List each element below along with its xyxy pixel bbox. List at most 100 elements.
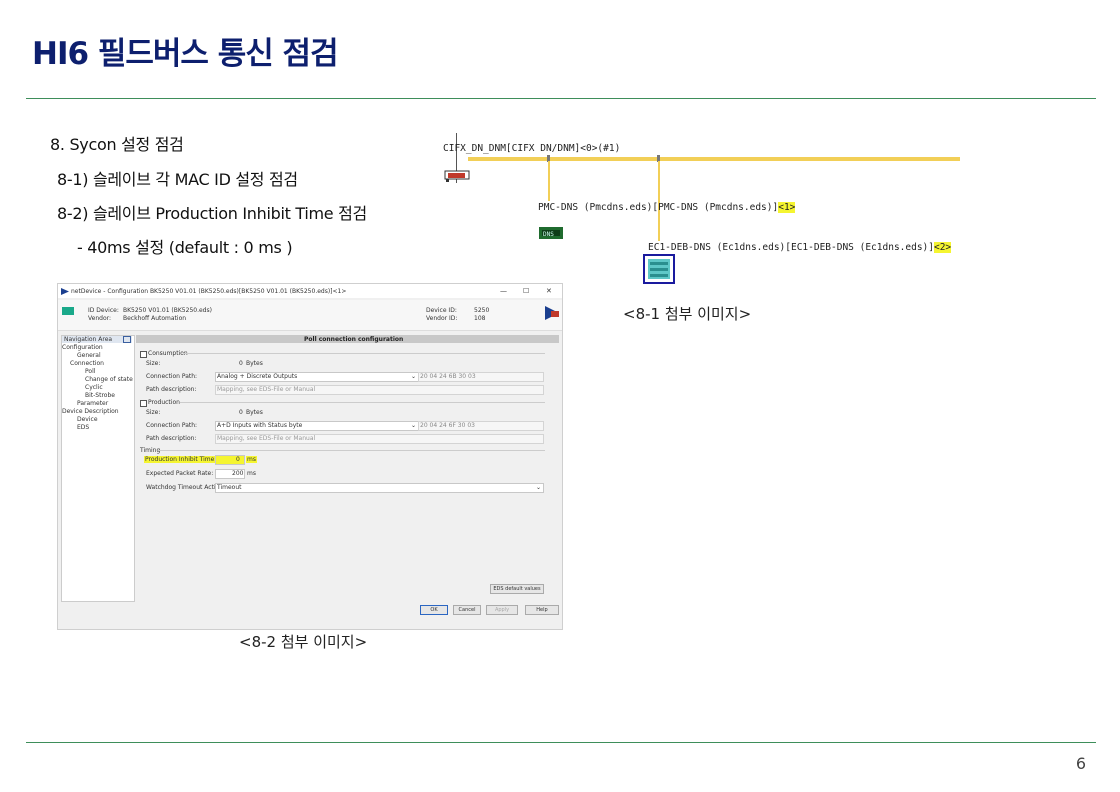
- master-drop-line: [456, 133, 457, 183]
- navigation-area: [61, 335, 135, 602]
- panel-title-bar: [136, 335, 559, 343]
- nav-item-general[interactable]: General: [77, 352, 101, 359]
- production-checkbox[interactable]: [140, 400, 147, 407]
- consumption-group-label: Consumption: [148, 350, 188, 357]
- nav-item-parameter[interactable]: Parameter: [77, 400, 109, 407]
- vendor-id-value: 108: [474, 315, 486, 322]
- production-group-label: Production: [148, 399, 180, 406]
- minimize-button[interactable]: —: [500, 287, 507, 295]
- nav-item-change-of-state[interactable]: Change of state: [85, 376, 133, 383]
- master-card-icon[interactable]: [444, 167, 470, 182]
- app-icon: [61, 288, 69, 295]
- consumption-desc-field: [215, 385, 544, 395]
- watchdog-chevron-down-icon[interactable]: ⌄: [536, 484, 542, 491]
- nav-item-configuration[interactable]: Configuration: [62, 344, 103, 351]
- epr-input[interactable]: [215, 469, 245, 479]
- item-8-2: 8-2) 슬레이브 Production Inhibit Time 점검: [57, 204, 367, 223]
- device-id-value: 5250: [474, 307, 490, 314]
- production-path-code-field: [418, 421, 544, 431]
- inhibit-time-value: 0: [236, 456, 240, 463]
- inhibit-time-label: Production Inhibit Time:: [144, 456, 218, 463]
- consumption-desc-value: Mapping, see EDS-File or Manual: [217, 386, 316, 393]
- caption-8-1: <8-1 첨부 이미지>: [623, 305, 752, 323]
- vendor-label: Vendor:: [88, 315, 111, 322]
- bus-tap-2: [657, 155, 660, 162]
- vendor-logo-icon: [545, 306, 559, 320]
- slave2-drop-line: [658, 161, 660, 241]
- epr-label: Expected Packet Rate:: [146, 470, 214, 477]
- help-button[interactable]: Help: [525, 605, 559, 615]
- consumption-rule: [183, 353, 545, 354]
- slave1-mac-id: <1>: [778, 202, 796, 213]
- id-device-label: ID Device:: [88, 307, 119, 314]
- master-label: CIFX_DN_DNM[CIFX DN/DNM]<0>(#1): [443, 143, 621, 154]
- header-rule: [26, 98, 1096, 99]
- epr-value: 200: [232, 470, 244, 477]
- production-size-unit: Bytes: [246, 409, 263, 416]
- page-number: 6: [1075, 754, 1086, 773]
- slave2-mac-id: <2>: [933, 242, 952, 253]
- consumption-size-unit: Bytes: [246, 360, 263, 367]
- svg-text:DNS: DNS: [543, 231, 554, 238]
- slave1-name: PMC-DNS (Pmcdns.eds)[PMC-DNS (Pmcdns.eds…: [538, 202, 779, 213]
- nav-item-cyclic[interactable]: Cyclic: [85, 384, 103, 391]
- consumption-path-value: Analog + Discrete Outputs: [217, 373, 298, 380]
- production-size-label: Size:: [146, 409, 161, 416]
- item-8-1: 8-1) 슬레이브 각 MAC ID 설정 점검: [57, 170, 298, 189]
- bus-line: [468, 157, 960, 161]
- window-title: netDevice - Configuration BK5250 V01.01 …: [71, 288, 347, 295]
- nav-header-bar: [62, 336, 132, 343]
- production-desc-field: [215, 434, 544, 444]
- production-desc-value: Mapping, see EDS-File or Manual: [217, 435, 316, 442]
- nav-item-poll[interactable]: Poll: [85, 368, 96, 375]
- inhibit-time-unit: ms: [246, 456, 257, 463]
- nav-item-eds[interactable]: EDS: [77, 424, 90, 431]
- device-id-label: Device ID:: [426, 307, 457, 314]
- nav-item-bit-strobe[interactable]: Bit-Strobe: [85, 392, 115, 399]
- close-button[interactable]: ✕: [546, 287, 552, 295]
- consumption-path-chevron-down-icon[interactable]: ⌄: [411, 373, 417, 380]
- slave2-name: EC1-DEB-DNS (Ec1dns.eds)[EC1-DEB-DNS (Ec…: [648, 242, 934, 253]
- item-8-2-sub: - 40ms 설정 (default : 0 ms ): [77, 238, 293, 257]
- apply-button[interactable]: Apply: [486, 605, 518, 615]
- nav-item-device-description[interactable]: Device Description: [62, 408, 119, 415]
- consumption-path-label: Connection Path:: [146, 373, 198, 380]
- bus-tap-1: [547, 155, 550, 162]
- maximize-button[interactable]: ☐: [523, 287, 530, 295]
- slave2-label[interactable]: EC1-DEB-DNS (Ec1dns.eds)[EC1-DEB-DNS (Ec…: [648, 242, 952, 253]
- production-path-chevron-down-icon[interactable]: ⌄: [411, 422, 417, 429]
- ok-button[interactable]: OK: [420, 605, 448, 615]
- production-desc-label: Path description:: [146, 435, 197, 442]
- window-titlebar: [58, 284, 562, 298]
- vendor-id-label: Vendor ID:: [426, 315, 458, 322]
- production-path-label: Connection Path:: [146, 422, 198, 429]
- nav-item-device[interactable]: Device: [77, 416, 98, 423]
- consumption-checkbox[interactable]: [140, 351, 147, 358]
- slave1-device-icon[interactable]: DNS: [539, 224, 563, 239]
- watchdog-value: Timeout: [217, 484, 242, 491]
- consumption-desc-label: Path description:: [146, 386, 197, 393]
- consumption-path-code-field: [418, 372, 544, 382]
- cancel-button[interactable]: Cancel: [453, 605, 481, 615]
- eds-default-button[interactable]: EDS default values: [490, 584, 544, 594]
- vendor-value: Beckhoff Automation: [123, 315, 187, 322]
- production-size-value: 0: [239, 409, 243, 416]
- watchdog-label: Watchdog Timeout Action:: [146, 484, 226, 491]
- slave1-drop-line: [548, 161, 550, 201]
- nav-collapse-icon[interactable]: [123, 336, 131, 343]
- nav-item-connection[interactable]: Connection: [70, 360, 104, 367]
- device-info-bar: [58, 300, 562, 331]
- consumption-size-label: Size:: [146, 360, 161, 367]
- slave2-device-icon[interactable]: [643, 254, 675, 284]
- consumption-path-code: 20 04 24 6B 30 03: [420, 373, 476, 380]
- slave1-label[interactable]: PMC-DNS (Pmcdns.eds)[PMC-DNS (Pmcdns.eds…: [538, 202, 796, 213]
- page-title: HI6 필드버스 통신 점검: [32, 36, 339, 72]
- id-device-value: BK5250 V01.01 (BK5250.eds): [123, 307, 212, 314]
- footer-rule: [26, 742, 1096, 743]
- timing-rule: [158, 450, 545, 451]
- consumption-size-value: 0: [239, 360, 243, 367]
- caption-8-2: <8-2 첨부 이미지>: [239, 633, 368, 651]
- inhibit-time-input[interactable]: [215, 455, 245, 465]
- production-path-value: A+D Inputs with Status byte: [217, 422, 303, 429]
- watchdog-select[interactable]: [215, 483, 544, 493]
